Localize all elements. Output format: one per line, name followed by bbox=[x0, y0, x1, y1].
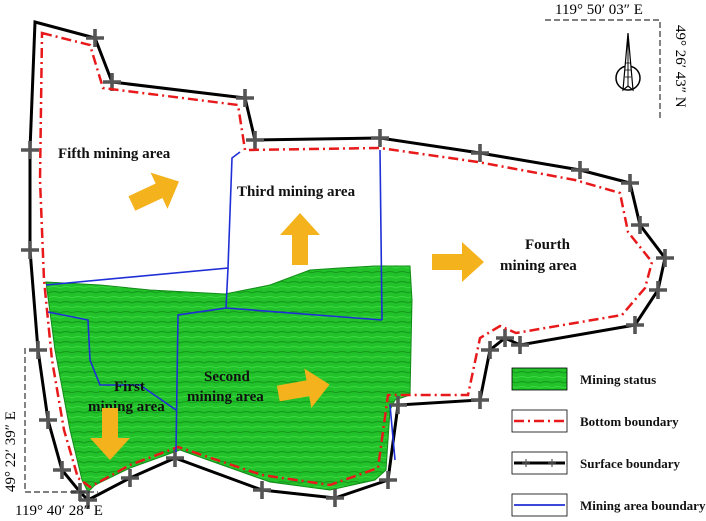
third-area-label: Third mining area bbox=[237, 184, 356, 200]
bottom-boundary-line bbox=[38, 31, 654, 489]
legend-mining-status-label: Mining status bbox=[580, 372, 656, 387]
direction-arrows bbox=[90, 172, 484, 460]
fourth-area-label-2: mining area bbox=[500, 258, 577, 274]
bottom-left-longitude: 119° 40′ 28″ E bbox=[15, 503, 103, 519]
left-latitude: 49° 22′ 39″ E bbox=[3, 411, 19, 492]
mining-area-boundaries bbox=[45, 149, 396, 461]
arrow-first-icon bbox=[90, 408, 130, 460]
arrow-fourth-icon bbox=[432, 242, 484, 282]
legend-surface-boundary-label: Surface boundary bbox=[580, 456, 681, 471]
first-area-label-2: mining area bbox=[88, 399, 165, 415]
right-latitude: 49° 26′ 43″ N bbox=[672, 25, 688, 108]
first-area-label-1: First bbox=[114, 379, 145, 395]
coordinate-frame bbox=[24, 19, 661, 493]
second-area-label-1: Second bbox=[204, 369, 251, 385]
legend-mining-status-swatch bbox=[511, 367, 568, 391]
fifth-area-label: Fifth mining area bbox=[58, 146, 171, 162]
fourth-area-label-1: Fourth bbox=[525, 237, 571, 253]
compass-icon bbox=[615, 32, 641, 92]
arrow-second-icon bbox=[276, 368, 330, 408]
arrow-fifth-icon bbox=[128, 172, 180, 211]
arrow-third-icon bbox=[280, 213, 320, 265]
surface-boundary-line bbox=[30, 20, 665, 500]
legend-bottom-boundary-label: Bottom boundary bbox=[580, 414, 679, 429]
legend: Mining status Bottom boundary Surface bo… bbox=[511, 367, 706, 517]
top-right-longitude: 119° 50′ 03″ E bbox=[555, 2, 643, 18]
second-area-label-2: mining area bbox=[187, 389, 264, 405]
legend-mining-area-boundary-label: Mining area boundary bbox=[580, 498, 706, 513]
